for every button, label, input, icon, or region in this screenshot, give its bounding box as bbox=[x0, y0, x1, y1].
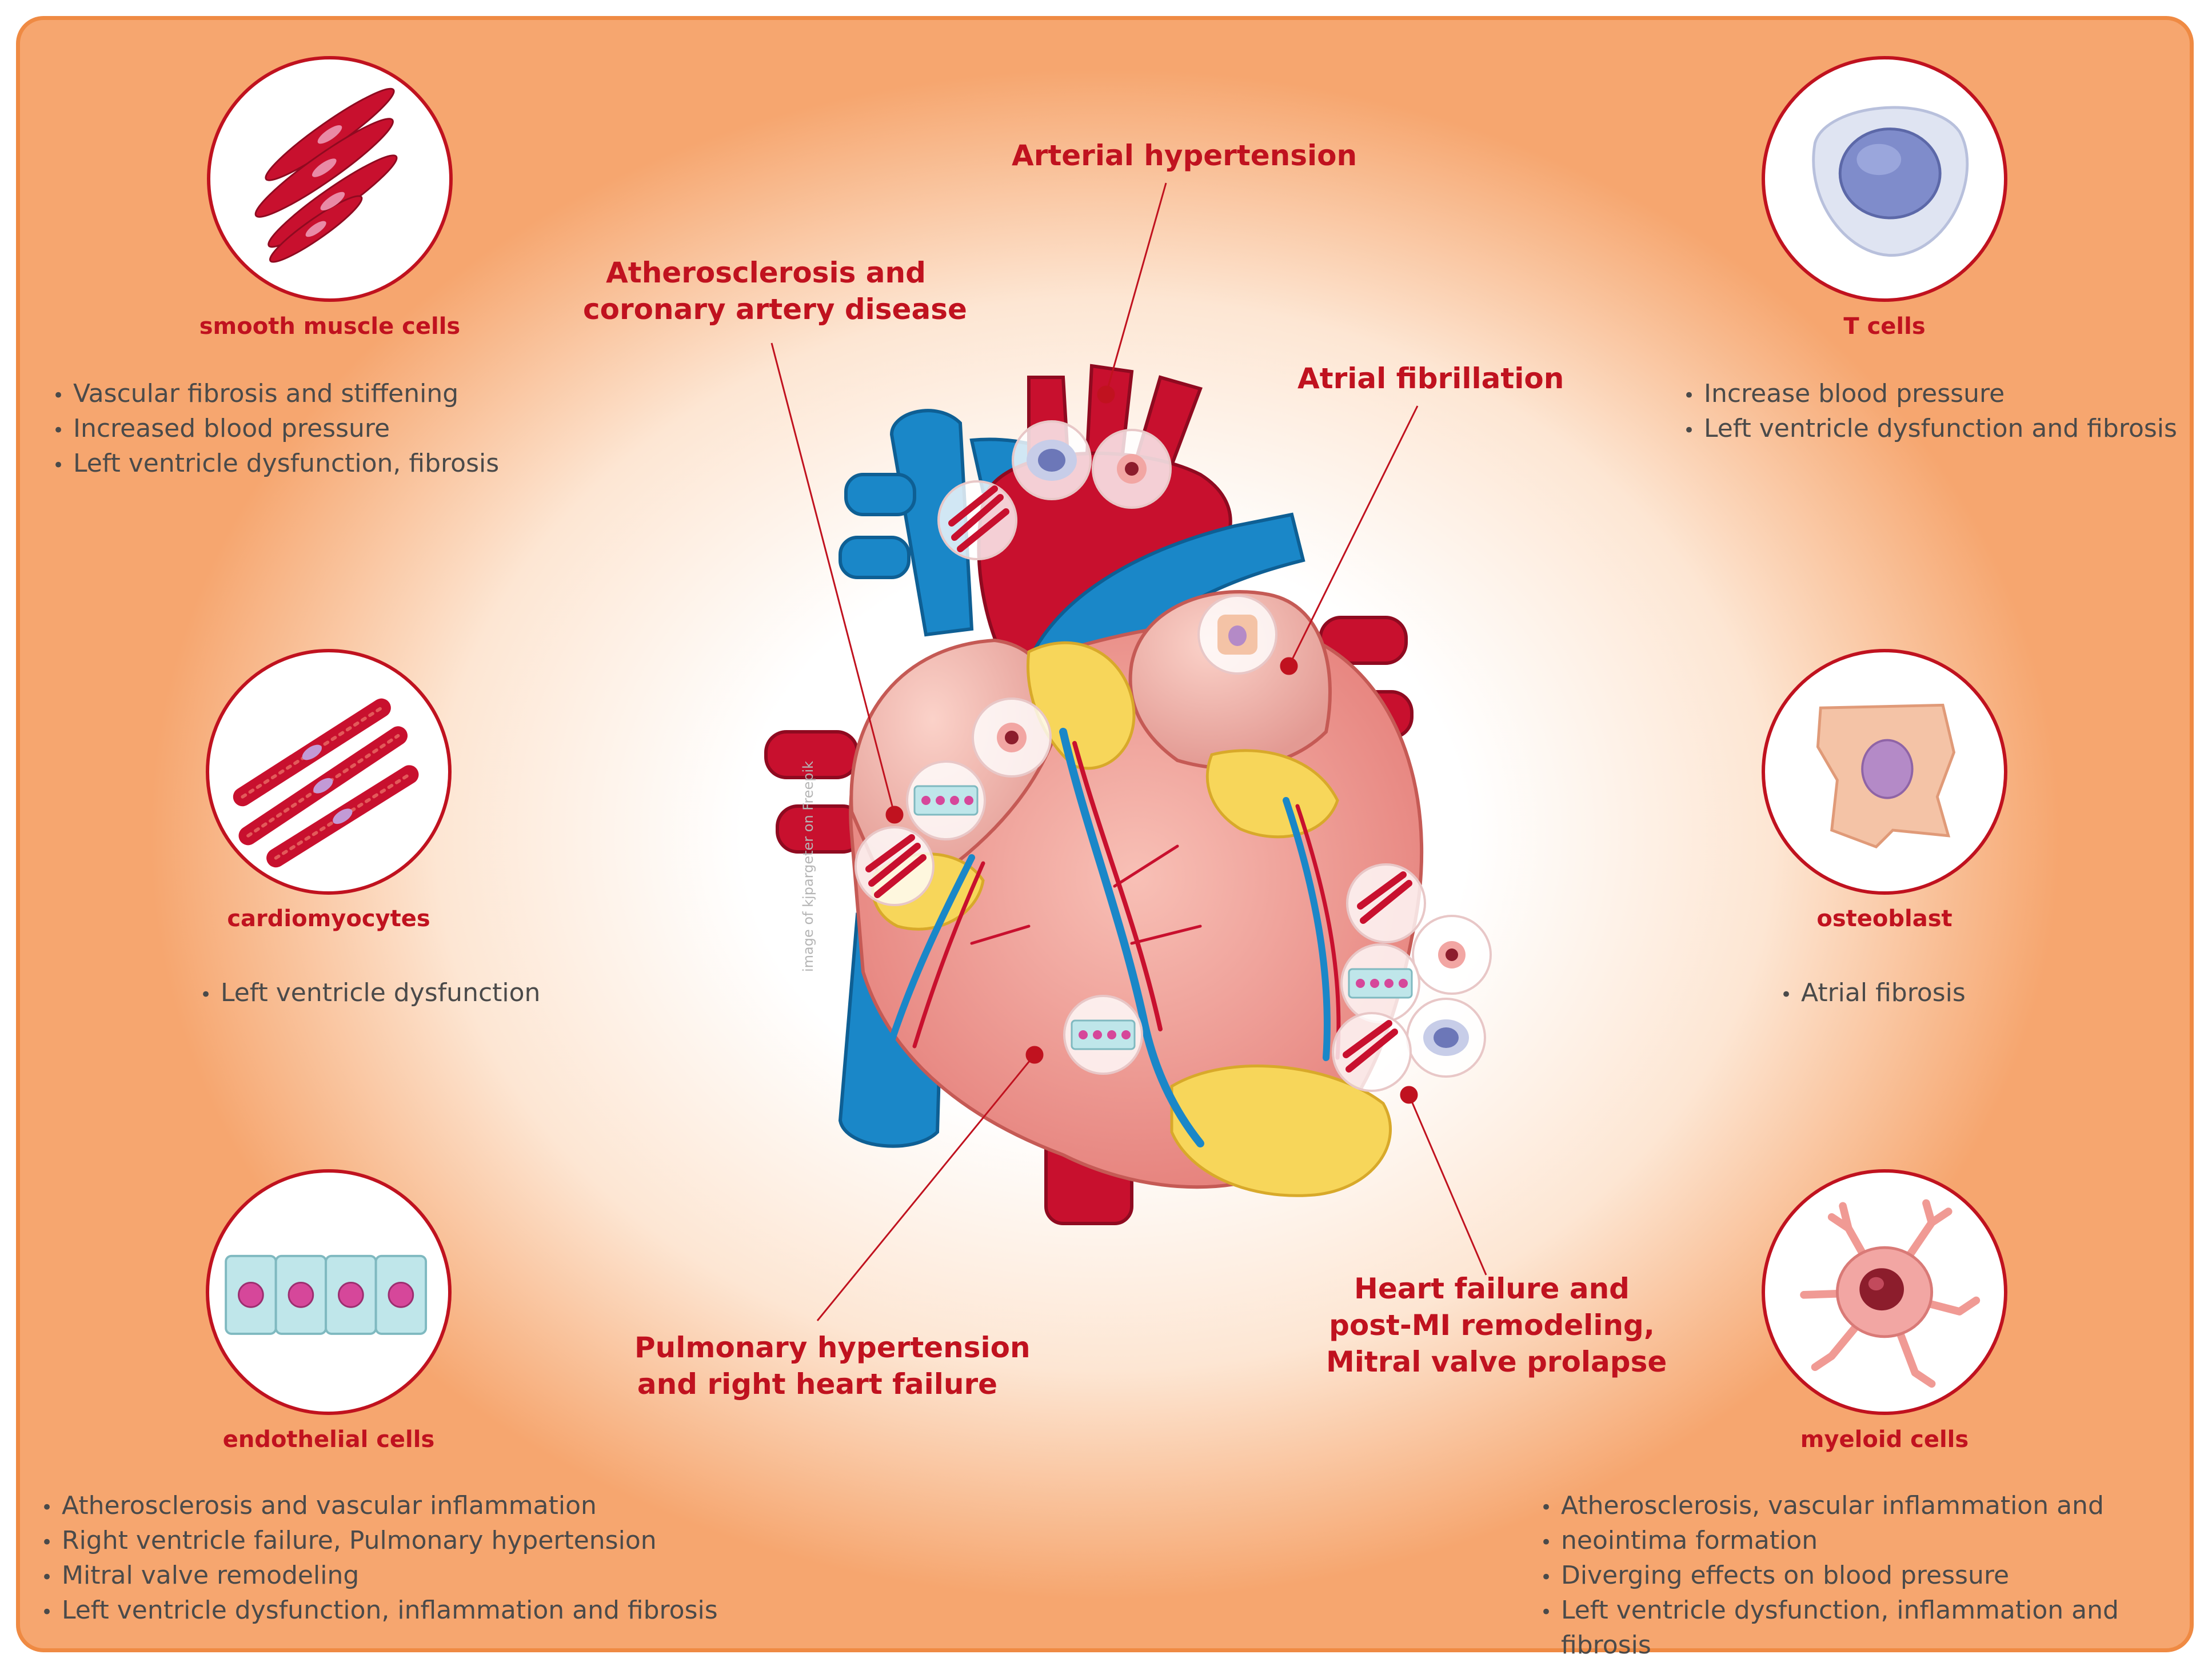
effect-item: Left ventricle dysfunction, inflammation… bbox=[41, 1594, 718, 1629]
osteoblast-effects: Atrial fibrosis bbox=[1780, 977, 1966, 1011]
disease-arterial-hypertension: Arterial hypertension bbox=[1012, 139, 1357, 172]
effect-item: Left ventricle dysfunction and fibrosis bbox=[1683, 412, 2177, 447]
cardiomyocytes-image bbox=[206, 649, 452, 895]
effect-item: Left ventricle dysfunction bbox=[200, 977, 540, 1011]
disease-heart-failure: Heart failure and post-MI remodeling, Mi… bbox=[1326, 1270, 1667, 1380]
marker-cardiomyocyte bbox=[855, 826, 935, 906]
disease-line: Pulmonary hypertension bbox=[634, 1331, 1031, 1364]
osteoblast-image bbox=[1762, 649, 2007, 895]
effect-item: Right ventricle failure, Pulmonary hyper… bbox=[41, 1524, 718, 1559]
effect-item: Diverging effects on blood pressure bbox=[1540, 1559, 2212, 1594]
effect-item: Atherosclerosis and vascular inflammatio… bbox=[41, 1489, 718, 1524]
effect-item: Left ventricle dysfunction, fibrosis bbox=[53, 447, 499, 482]
myeloid-cells-label: myeloid cells bbox=[1800, 1426, 1969, 1453]
t-cells-label: T cells bbox=[1843, 313, 1926, 340]
marker-osteoblast bbox=[1197, 595, 1277, 675]
myeloid-cells-image bbox=[1762, 1169, 2007, 1415]
disease-line: coronary artery disease bbox=[583, 293, 967, 326]
cardiomyocytes-effects: Left ventricle dysfunction bbox=[200, 977, 540, 1011]
cardiomyocytes-label: cardiomyocytes bbox=[227, 906, 430, 932]
marker-endothelial bbox=[906, 760, 986, 840]
disease-line: Atherosclerosis and bbox=[606, 256, 926, 289]
endothelial-cells-label: endothelial cells bbox=[222, 1426, 435, 1453]
disease-atrial-fibrillation: Atrial fibrillation bbox=[1297, 362, 1564, 395]
osteoblast-label: osteoblast bbox=[1816, 906, 1953, 932]
marker-myeloid-2 bbox=[972, 698, 1052, 778]
coronary-vessels bbox=[888, 728, 1341, 1147]
smooth-muscle-effects: Vascular fibrosis and stiffening Increas… bbox=[53, 377, 499, 482]
disease-pulmonary-hypertension: Pulmonary hypertension and right heart f… bbox=[634, 1329, 1031, 1402]
effect-item: Increased blood pressure bbox=[53, 412, 499, 447]
watermark: image of kjpargeter on Freepik bbox=[800, 760, 816, 972]
marker-myeloid bbox=[1092, 429, 1172, 509]
t-cells-image bbox=[1762, 56, 2007, 302]
leader-lines bbox=[770, 182, 1487, 1321]
effect-item: Atrial fibrosis bbox=[1780, 977, 1966, 1011]
marker-tcell bbox=[1012, 420, 1092, 500]
heart-cell-markers bbox=[855, 420, 1492, 1092]
effect-item: Increase blood pressure bbox=[1683, 377, 2177, 412]
disease-line: Heart failure and bbox=[1354, 1272, 1630, 1305]
disease-atherosclerosis: Atherosclerosis and coronary artery dise… bbox=[583, 254, 967, 328]
effect-item: Atherosclerosis, vascular inflammation a… bbox=[1540, 1489, 2212, 1524]
smooth-muscle-cells-label: smooth muscle cells bbox=[199, 313, 461, 340]
marker-cluster-lv bbox=[1332, 863, 1492, 1092]
effect-item: Mitral valve remodeling bbox=[41, 1559, 718, 1594]
marker-endothelial-2 bbox=[1063, 995, 1143, 1075]
left-atrium bbox=[1128, 590, 1332, 770]
disease-line: and right heart failure bbox=[637, 1368, 998, 1401]
effect-continuation-text: neointima formation bbox=[1561, 1526, 1818, 1555]
endothelial-effects: Atherosclerosis and vascular inflammatio… bbox=[41, 1489, 718, 1629]
disease-line: Mitral valve prolapse bbox=[1326, 1345, 1667, 1378]
effect-item: Left ventricle dysfunction, inflammation… bbox=[1540, 1594, 2212, 1661]
effect-item: Vascular fibrosis and stiffening bbox=[53, 377, 499, 412]
marker-smooth-muscle bbox=[937, 480, 1017, 560]
disease-line: post-MI remodeling, bbox=[1329, 1309, 1655, 1342]
myeloid-effects: Atherosclerosis, vascular inflammation a… bbox=[1540, 1489, 2212, 1661]
effect-item-continuation: neointima formation bbox=[1540, 1524, 2212, 1559]
endothelial-cells-image bbox=[206, 1169, 452, 1415]
smooth-muscle-cells-image bbox=[207, 56, 453, 302]
t-cells-effects: Increase blood pressure Left ventricle d… bbox=[1683, 377, 2177, 447]
